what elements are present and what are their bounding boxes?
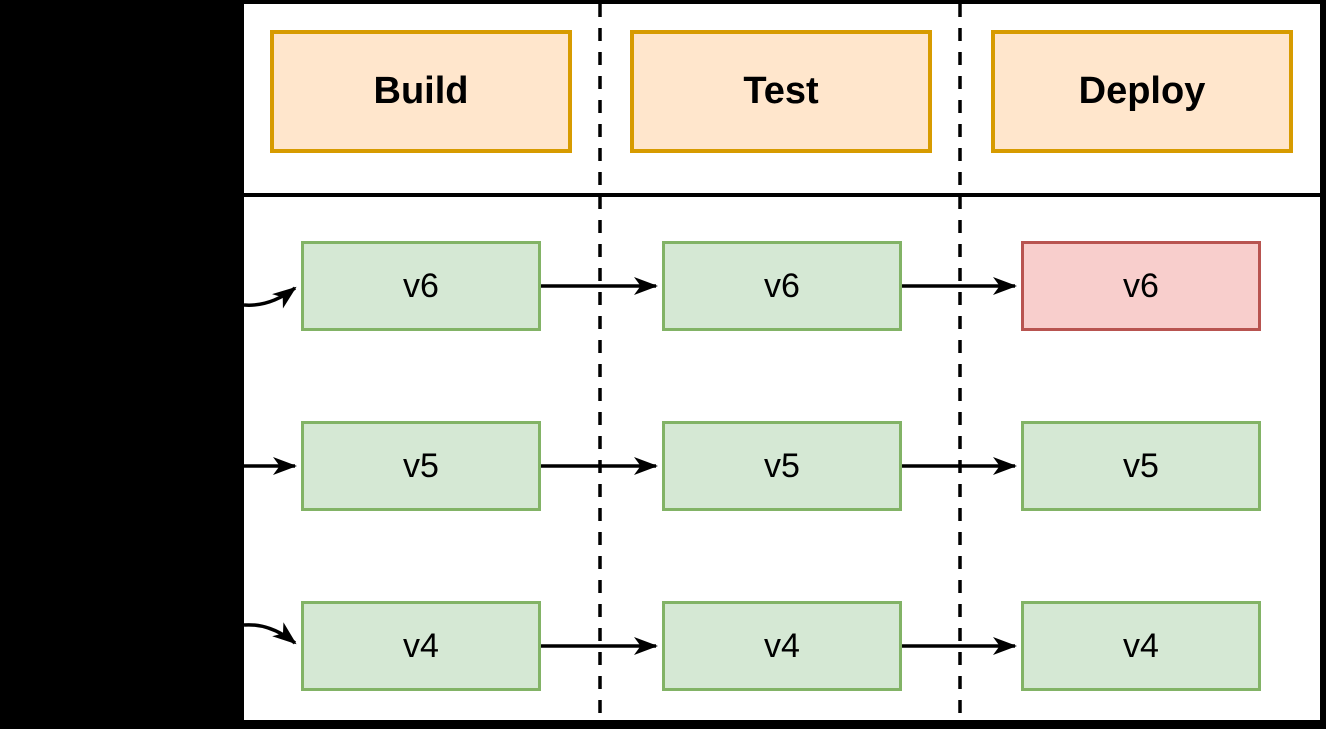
cell-deploy-v4: v4 [1021, 601, 1261, 691]
cell-deploy-v6: v6 [1021, 241, 1261, 331]
entry-arrow-v4 [244, 622, 297, 645]
cell-test-v5: v5 [662, 421, 902, 511]
cell-build-v6: v6 [301, 241, 541, 331]
stage-header-deploy: Deploy [991, 30, 1293, 153]
cell-test-v4: v4 [662, 601, 902, 691]
cell-test-v6: v6 [662, 241, 902, 331]
cell-build-v5: v5 [301, 421, 541, 511]
diagram-panel: Build Test Deploy v6 v6 v6 v5 v5 v5 v4 v… [240, 0, 1324, 724]
stage-header-test: Test [630, 30, 932, 153]
stage-header-build: Build [270, 30, 572, 153]
entry-arrow-v6 [244, 286, 297, 309]
cell-deploy-v5: v5 [1021, 421, 1261, 511]
cell-build-v4: v4 [301, 601, 541, 691]
